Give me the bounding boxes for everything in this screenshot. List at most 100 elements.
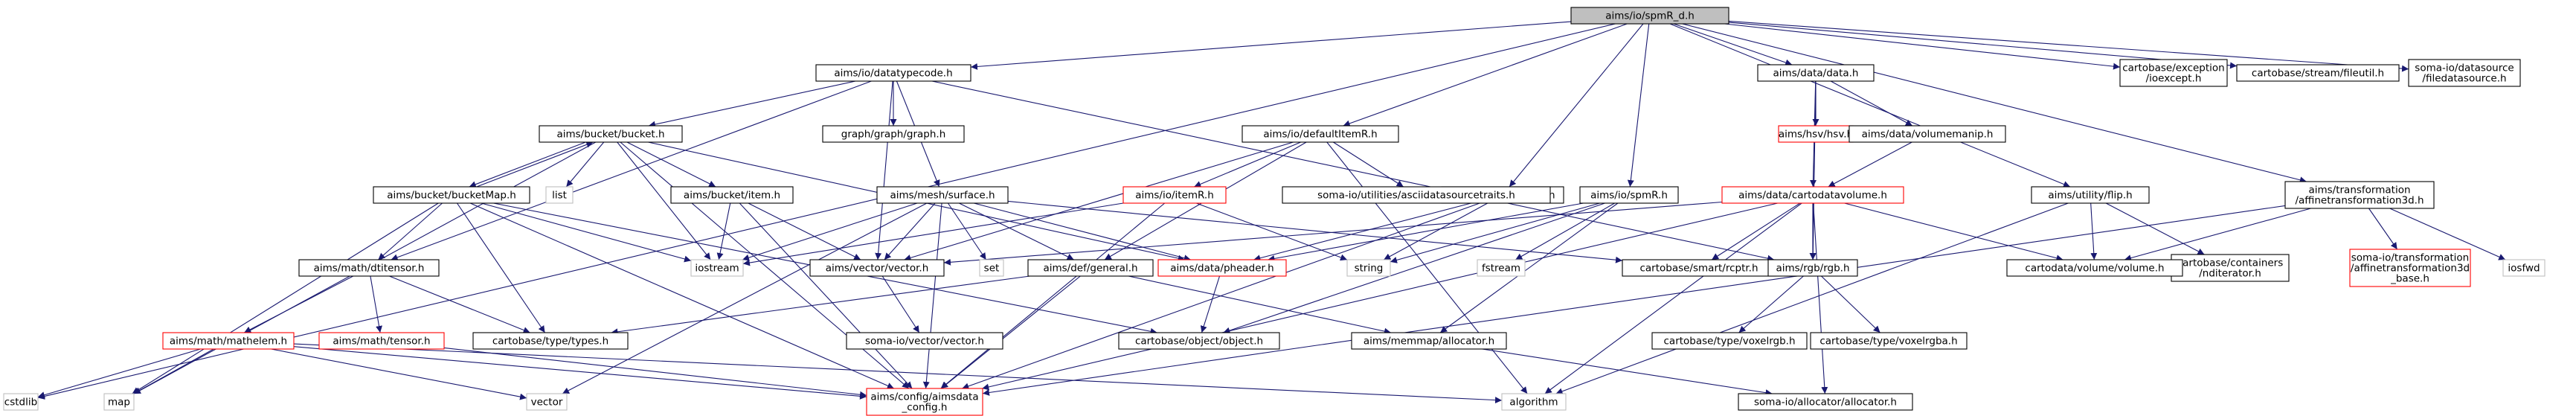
node-graph-graph-graph-h[interactable]: graph/graph/graph.h (822, 125, 965, 143)
node-aims-bucket-item-h[interactable]: aims/bucket/item.h (670, 186, 794, 204)
node-box (526, 393, 568, 411)
node-label: aims/vector/vector.h (826, 263, 929, 275)
node-aims-bucket-bucket-h[interactable]: aims/bucket/bucket.h (539, 125, 683, 143)
node-label: soma-io/datasource (2415, 63, 2514, 74)
node-label: aims/config/aimsdata (870, 391, 978, 403)
node-aims-utility-flip-h[interactable]: aims/utility/flip.h (2031, 186, 2150, 204)
node-box (2349, 249, 2471, 287)
node-algorithm[interactable]: algorithm (1501, 393, 1567, 411)
node-iostream[interactable]: iostream (690, 259, 744, 277)
node-list[interactable]: list (545, 186, 574, 204)
node-soma-io-vector-vector-h[interactable]: soma-io/vector/vector.h (846, 332, 1003, 350)
node-cartobase-object-object-h[interactable]: cartobase/object/object.h (1118, 332, 1280, 350)
node-aims-vector-vector-h[interactable]: aims/vector/vector.h (809, 259, 945, 277)
node-cartobase-type-voxelrgba-h[interactable]: cartobase/type/voxelrgba.h (1810, 332, 1968, 350)
node-label: aims/utility/flip.h (2048, 190, 2132, 202)
node-aims-io-defaultitemr-h[interactable]: aims/io/defaultItemR.h (1242, 125, 1399, 143)
edge-spmR-to-pheader (1268, 202, 1584, 262)
node-label: aims/io/spmR.h (1590, 190, 1668, 202)
edge-affinetransformation3d-to-iosfwd (2389, 208, 2506, 260)
node-cartobase-type-voxelrgb-h[interactable]: cartobase/type/voxelrgb.h (1651, 332, 1808, 350)
node-box (1849, 125, 2006, 143)
edge-surface-to-rcptr (1007, 200, 1623, 263)
node-soma-io-utilities-asciidatasourcetraits-h[interactable]: soma-io/utilities/asciidatasourcetraits.… (1282, 186, 1551, 204)
node-aims-data-pheader-h[interactable]: aims/data/pheader.h (1157, 259, 1287, 277)
edge-pheader-to-objecth (1200, 275, 1221, 333)
node-aims-transformation-affinetransformation3d-h[interactable]: aims/transformation/affinetransformation… (2284, 181, 2435, 209)
edge-itemR-to-iostream (742, 202, 1124, 266)
node-cartobase-stream-fileutil-h[interactable]: cartobase/stream/fileutil.h (2236, 64, 2400, 82)
node-aims-math-tensor-h[interactable]: aims/math/tensor.h (318, 332, 445, 350)
node-cartodata-volume-volume-h[interactable]: cartodata/volume/volume.h (2006, 259, 2183, 277)
node-aims-io-spmr-h[interactable]: aims/io/spmR.h (1579, 186, 1679, 204)
node-label: cartobase/containers (2177, 257, 2284, 269)
edge-root-to-ioexcept (1724, 23, 2121, 70)
node-box (1346, 259, 1391, 277)
edge-spmheader-to-pheader (1253, 202, 1471, 262)
node-aims-hsv-hsv-h[interactable]: aims/hsv/hsv.h (1778, 125, 1854, 143)
edge-bucketMap-to-map (132, 202, 439, 394)
edge-surface-to-defgeneral (959, 202, 1074, 260)
node-map[interactable]: map (103, 393, 135, 411)
edge-bucket-to-bucketitem (626, 141, 716, 188)
node-box (1721, 186, 1904, 204)
node-vector[interactable]: vector (526, 393, 568, 411)
edge-surface-to-pheader (974, 202, 1191, 262)
node-label: cartobase/type/voxelrgb.h (1664, 336, 1796, 348)
node-aims-memmap-allocator-h[interactable]: aims/memmap/allocator.h (1351, 332, 1507, 350)
node-label: _config.h (902, 402, 948, 414)
edge-bucketMap-to-types (457, 202, 545, 333)
node-soma-io-datasource-filedatasource-h[interactable]: soma-io/datasource/filedatasource.h (2408, 59, 2521, 87)
node-cartobase-type-types-h[interactable]: cartobase/type/types.h (472, 332, 629, 350)
edge-root-to-datatypecode (970, 21, 1572, 70)
edge-bucket-to-bucketMap (469, 141, 586, 188)
node-set[interactable]: set (979, 259, 1004, 277)
edge-surface-to-iostream (742, 202, 918, 261)
edge-surface-to-set (947, 202, 987, 260)
node-cartobase-exception-ioexcept-h[interactable]: cartobase/exception/ioexcept.h (2119, 59, 2228, 87)
edge-surface-to-vectorh (884, 202, 936, 260)
edge-defgeneral-to-allocator (1128, 275, 1392, 335)
file-nodes: aims/io/spmR_d.haims/io/datatypecode.hcs… (3, 7, 2546, 416)
edge-root-to-spmR (1627, 23, 1650, 188)
node-aims-rgb-rgb-h[interactable]: aims/rgb/rgb.h (1767, 259, 1858, 277)
node-iosfwd[interactable]: iosfwd (2502, 259, 2546, 277)
node-aims-data-data-h[interactable]: aims/data/data.h (1757, 64, 1875, 82)
node-label: cartobase/object/object.h (1135, 336, 1263, 348)
edge-bucketMap-to-dtitensor (378, 202, 443, 260)
node-box (2408, 59, 2521, 87)
node-soma-io-allocator-allocator-h[interactable]: soma-io/allocator/allocator.h (1738, 393, 1913, 411)
node-label: /affinetransformation3d (2351, 263, 2470, 275)
edge-spmR-to-string (1390, 202, 1600, 263)
edge-dtitensor-to-tensor (370, 275, 382, 333)
node-aims-io-datatypecode-h[interactable]: aims/io/datatypecode.h (815, 64, 971, 82)
node-cartobase-smart-rcptr-h[interactable]: cartobase/smart/rcptr.h (1622, 259, 1776, 277)
node-cartobase-containers-nditerator-h[interactable]: cartobase/containers/nditerator.h (2171, 254, 2290, 282)
node-box (162, 332, 295, 350)
node-aims-data-cartodatavolume-h[interactable]: aims/data/cartodatavolume.h (1721, 186, 1904, 204)
node-label: iosfwd (2508, 263, 2540, 275)
node-aims-mesh-surface-h[interactable]: aims/mesh/surface.h (876, 186, 1009, 204)
edge-cartodatavolume-to-volumeh (1844, 202, 2063, 262)
node-cstdlib[interactable]: cstdlib (3, 393, 39, 411)
node-aims-def-general-h[interactable]: aims/def/general.h (1027, 259, 1154, 277)
node-aims-config-aimsdata-config-h[interactable]: aims/config/aimsdata_config.h (866, 388, 983, 416)
node-label: aims/io/datatypecode.h (834, 68, 952, 80)
node-aims-bucket-bucketmap-h[interactable]: aims/bucket/bucketMap.h (373, 186, 530, 204)
node-label: aims/rgb/rgb.h (1776, 263, 1849, 275)
node-aims-io-itemr-h[interactable]: aims/io/itemR.h (1122, 186, 1227, 204)
node-label: aims/math/mathelem.h (170, 336, 287, 348)
edge-root-to-spmheader (1509, 23, 1644, 188)
node-fstream[interactable]: fstream (1477, 259, 1526, 277)
node-box (298, 259, 440, 277)
node-string[interactable]: string (1346, 259, 1391, 277)
node-aims-math-mathelem-h[interactable]: aims/math/mathelem.h (162, 332, 295, 350)
node-soma-io-transformation-affinetransformation3d-base-h[interactable]: soma-io/transformation/affinetransformat… (2349, 249, 2471, 287)
node-box (1157, 259, 1287, 277)
node-box (670, 186, 794, 204)
node-aims-math-dtitensor-h[interactable]: aims/math/dtitensor.h (298, 259, 440, 277)
node-label: algorithm (1509, 397, 1558, 409)
node-aims-data-volumemanip-h[interactable]: aims/data/volumemanip.h (1849, 125, 2006, 143)
node-label: vector (531, 397, 563, 409)
